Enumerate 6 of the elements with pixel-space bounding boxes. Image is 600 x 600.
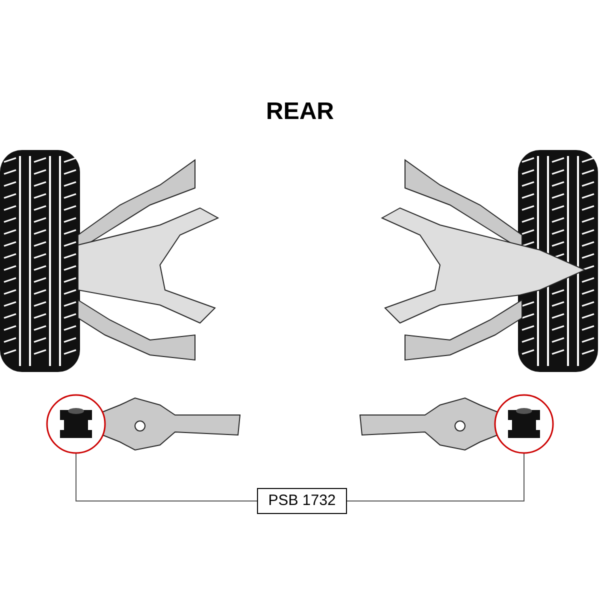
bushing-picture <box>46 394 106 454</box>
leader-line <box>346 452 524 502</box>
leader-line <box>76 452 258 502</box>
bushing-picture <box>494 394 554 454</box>
part-number-label: PSB 1732 <box>257 488 347 514</box>
title: REAR <box>264 98 335 126</box>
